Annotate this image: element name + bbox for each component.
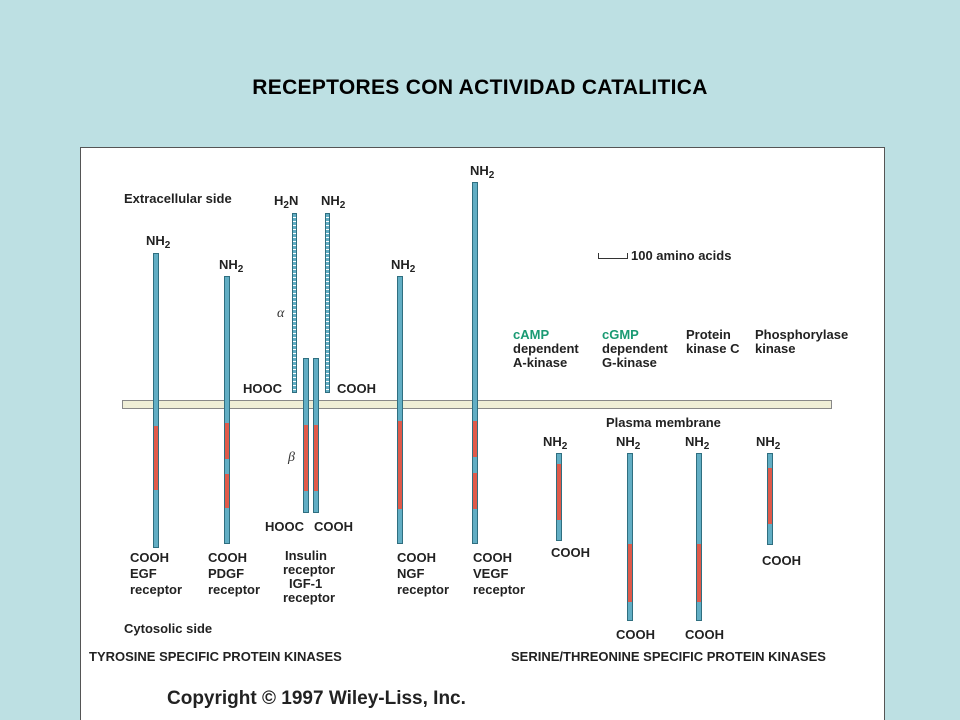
- pdgf-receptor-word: receptor: [208, 582, 261, 597]
- pkc-kinase-domain: [697, 544, 701, 602]
- insulin-h2n-label: H2N: [274, 193, 299, 212]
- cgmp-kinase-chain: [627, 453, 633, 621]
- insulin-nh2-label: NH2: [321, 193, 346, 212]
- ngf-receptor-chain: [397, 276, 403, 544]
- copyright-text: Copyright © 1997 Wiley-Liss, Inc.: [167, 688, 466, 709]
- insulin-cooh-alpha-label: COOH: [337, 381, 376, 396]
- ngf-nh2-label: NH2: [391, 257, 416, 276]
- insulin-receptor-word: receptor: [283, 562, 336, 577]
- camp-kinase-nh2: NH2: [543, 434, 568, 453]
- ngf-name: NGF: [397, 566, 425, 581]
- camp-kinase-cooh: COOH: [551, 545, 590, 560]
- footer: Copyright © 1997 Wiley-Liss, Inc.: [80, 683, 885, 720]
- phosphorylase-label-1: Phosphorylase: [755, 327, 849, 342]
- pkc-cooh: COOH: [685, 627, 724, 642]
- cgmp-kinase-cooh: COOH: [616, 627, 655, 642]
- insulin-alpha-chain-left: [292, 213, 297, 393]
- insulin-cooh-beta-label: COOH: [314, 519, 353, 534]
- cgmp-kinase-nh2: NH2: [616, 434, 641, 453]
- alpha-label: α: [277, 306, 285, 321]
- pdgf-cooh-label: COOH: [208, 550, 247, 565]
- pkc-label-2: kinase C: [686, 341, 740, 356]
- scale-bar: [598, 253, 628, 259]
- pkc-chain: [696, 453, 702, 621]
- insulin-name: Insulin: [285, 548, 327, 563]
- insulin-kinase-domain-right: [314, 425, 318, 491]
- pkc-nh2: NH2: [685, 434, 710, 453]
- insulin-beta-chain-right: [313, 358, 319, 513]
- phosphorylase-label-2: kinase: [755, 341, 796, 356]
- vegf-cooh-label: COOH: [473, 550, 512, 565]
- beta-label: β: [288, 450, 295, 465]
- insulin-kinase-domain-left: [304, 425, 308, 491]
- vegf-receptor-chain: [472, 182, 478, 544]
- camp-kinase-chain: [556, 453, 562, 541]
- egf-nh2-label: NH2: [146, 233, 171, 252]
- ngf-cooh-label: COOH: [397, 550, 436, 565]
- phosphorylase-kinase-nh2: NH2: [756, 434, 781, 453]
- pdgf-kinase-domain-1: [225, 423, 229, 459]
- g-kinase-label: G-kinase: [602, 355, 657, 370]
- ngf-kinase-domain: [398, 421, 402, 509]
- insulin-beta-chain-left: [303, 358, 309, 513]
- phosphorylase-kinase-cooh: COOH: [762, 553, 801, 568]
- egf-kinase-domain: [154, 426, 158, 490]
- pdgf-name: PDGF: [208, 566, 245, 581]
- pdgf-kinase-domain-2: [225, 474, 229, 508]
- page-title: RECEPTORES CON ACTIVIDAD CATALITICA: [252, 76, 708, 99]
- vegf-name: VEGF: [473, 566, 509, 581]
- igf1-name: IGF-1: [289, 576, 323, 591]
- tyrosine-kinases-label: TYROSINE SPECIFIC PROTEIN KINASES: [89, 649, 342, 664]
- insulin-alpha-chain-right: [325, 213, 330, 393]
- scale-label: 100 amino acids: [631, 248, 732, 263]
- igf1-receptor-word: receptor: [283, 590, 336, 605]
- pdgf-receptor-chain: [224, 276, 230, 544]
- cgmp-kinase-domain: [628, 544, 632, 602]
- camp-dependent-label: dependent: [513, 341, 579, 356]
- extracellular-side-label: Extracellular side: [124, 191, 232, 206]
- pdgf-nh2-label: NH2: [219, 257, 244, 276]
- vegf-kinase-domain-2: [473, 473, 477, 509]
- insulin-hooc-alpha-label: HOOC: [243, 381, 282, 396]
- pkc-label-1: Protein: [686, 327, 731, 342]
- camp-kinase-domain: [557, 464, 561, 520]
- egf-cooh-label: COOH: [130, 550, 169, 565]
- phosphorylase-kinase-domain: [768, 468, 772, 524]
- camp-label: cAMP: [513, 327, 550, 342]
- cytosolic-side-label: Cytosolic side: [124, 621, 213, 636]
- ngf-receptor-word: receptor: [397, 582, 450, 597]
- receptor-diagram: Extracellular side Cytosolic side 100 am…: [80, 147, 885, 685]
- cgmp-dependent-label: dependent: [602, 341, 668, 356]
- a-kinase-label: A-kinase: [513, 355, 568, 370]
- egf-receptor-chain: [153, 253, 159, 548]
- vegf-kinase-domain-1: [473, 421, 477, 457]
- plasma-membrane-label: Plasma membrane: [606, 415, 721, 430]
- vegf-receptor-word: receptor: [473, 582, 526, 597]
- serine-threonine-kinases-label: SERINE/THREONINE SPECIFIC PROTEIN KINASE…: [511, 649, 826, 664]
- phosphorylase-kinase-chain: [767, 453, 773, 545]
- insulin-hooc-beta-label: HOOC: [265, 519, 304, 534]
- vegf-nh2-label: NH2: [470, 163, 495, 182]
- egf-receptor-word: receptor: [130, 582, 183, 597]
- cgmp-label: cGMP: [602, 327, 639, 342]
- egf-name: EGF: [130, 566, 157, 581]
